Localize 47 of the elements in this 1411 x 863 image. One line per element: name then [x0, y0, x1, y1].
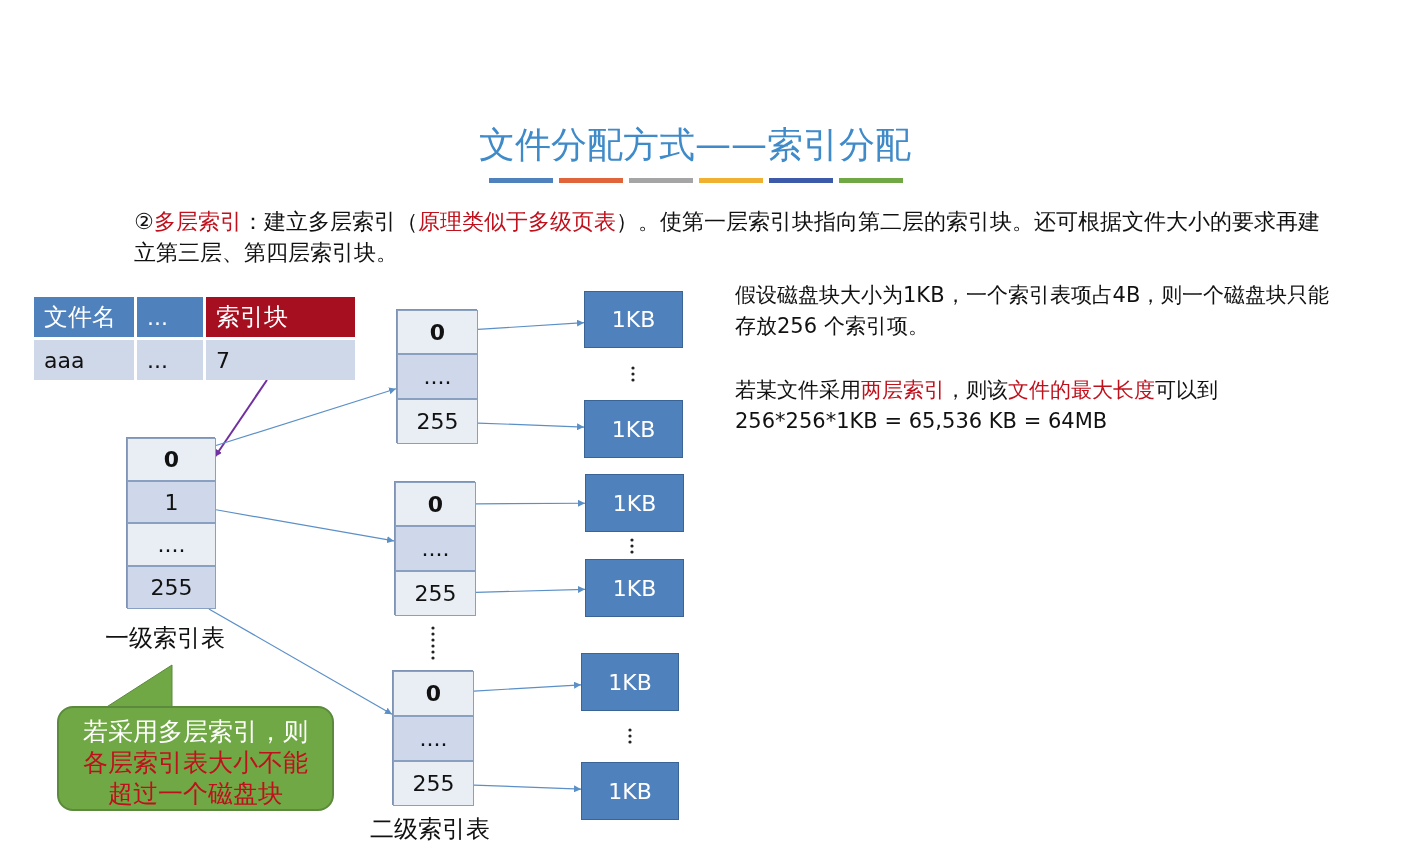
index-entry: 0 — [395, 482, 476, 526]
index-entry: 255 — [395, 571, 476, 616]
data-block: 1KB — [585, 559, 684, 617]
index-entry: 255 — [127, 566, 216, 609]
index-entry: 0 — [397, 310, 478, 354]
index-entry: 0 — [393, 671, 474, 716]
slide-title: 文件分配方式——索引分配 — [478, 123, 912, 167]
arrow — [215, 509, 395, 544]
table-cell: 7 — [206, 340, 355, 380]
callout-text: 若采用多层索引，则 — [82, 716, 309, 747]
arrow — [473, 784, 582, 793]
text-paragraph: ②多层索引：建立多层索引（原理类似于多级页表）。使第一层索引块指向第二层的索引块。还可根据文件大小的要求再建立第三层、第四层索引块。 — [134, 208, 1321, 267]
index-entry: .... — [395, 526, 476, 571]
table-header: 文件名 — [34, 297, 134, 337]
index-entry: .... — [127, 523, 216, 566]
data-block: 1KB — [581, 653, 679, 711]
index-block — [396, 309, 477, 443]
table-header: 索引块 — [206, 297, 355, 337]
arrow — [475, 499, 586, 507]
text-paragraph: 若某文件采用两层索引，则该文件的最大长度可以到 256*256*1KB = 65,536 KB = 64MB — [735, 377, 1219, 435]
table-cell: aaa — [34, 340, 134, 380]
index-entry: 1 — [127, 481, 216, 523]
arrow — [477, 422, 585, 431]
index-entry: .... — [397, 354, 478, 399]
arrow — [477, 319, 585, 331]
table-caption: 二级索引表 — [369, 814, 491, 845]
callout-text: 各层索引表大小不能超过一个磁盘块 — [82, 747, 309, 809]
data-block: 1KB — [584, 400, 683, 458]
index-entry: 255 — [393, 761, 474, 806]
index-entry: 0 — [127, 438, 216, 481]
arrow — [473, 681, 582, 692]
index-block — [392, 670, 473, 805]
index-entry: 255 — [397, 399, 478, 444]
data-block: 1KB — [581, 762, 679, 820]
index-entry: .... — [393, 716, 474, 761]
arrow — [214, 379, 268, 458]
arrow — [475, 586, 586, 594]
data-block: 1KB — [584, 291, 683, 348]
table-cell: ... — [137, 340, 203, 380]
index-block — [126, 437, 215, 608]
table-caption: 一级索引表 — [104, 623, 226, 654]
data-block: 1KB — [585, 474, 684, 532]
arrow — [208, 608, 393, 715]
text-paragraph: 假设磁盘块大小为1KB，一个索引表项占4B，则一个磁盘块只能存放256 个索引项。 — [735, 282, 1331, 340]
table-header: ... — [137, 297, 203, 337]
arrow — [215, 387, 397, 447]
index-block — [394, 481, 475, 615]
